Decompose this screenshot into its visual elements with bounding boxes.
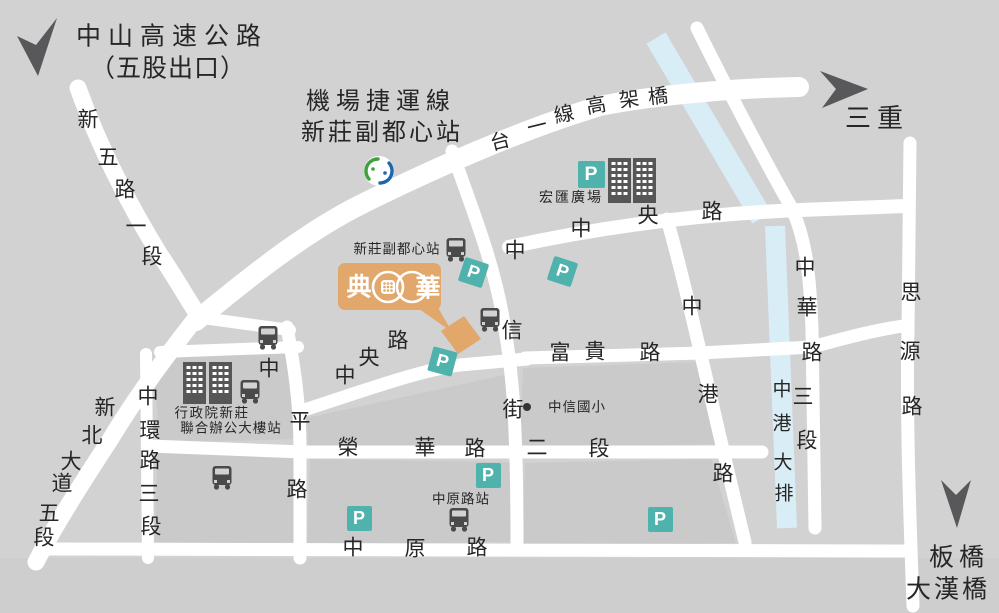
city-block xyxy=(307,372,518,448)
road-zhongxin-street xyxy=(445,144,524,552)
parking-icon: P xyxy=(346,505,372,531)
south-strip xyxy=(0,558,999,613)
dynamic-icons xyxy=(183,158,656,532)
building-gov-office-tower-2 xyxy=(209,362,232,404)
bus-stop-icon xyxy=(240,380,260,404)
arrow-banqiao-icon xyxy=(941,480,971,528)
road-block-top xyxy=(154,341,304,358)
building-honghui-plaza-tower-1 xyxy=(608,158,631,203)
arrow-expressway-icon xyxy=(17,18,57,76)
road-ronghua-sec2 xyxy=(143,439,769,459)
road-xinwu-sec1 xyxy=(69,79,207,324)
bus-stop-icon xyxy=(258,326,278,350)
road-zhongping xyxy=(280,320,307,565)
city-block xyxy=(154,453,297,548)
bus-stop-icon xyxy=(480,308,500,332)
direction-arrows xyxy=(17,18,971,528)
road-fugui xyxy=(518,319,910,365)
zhonggang-drainage-canal xyxy=(646,32,797,529)
road-siyuan xyxy=(900,136,920,613)
canal-vertical xyxy=(765,225,797,529)
road-zhonggang xyxy=(660,212,752,549)
road-zhonghuan-sec3 xyxy=(140,348,154,564)
parking-icon: P xyxy=(475,462,501,488)
building-gov-office-tower-1 xyxy=(183,362,206,404)
bus-stop-icon xyxy=(212,466,232,490)
road-taiyixian-viaduct xyxy=(186,77,809,331)
road-zhongyuan xyxy=(41,542,912,558)
building-honghui-plaza-tower-2 xyxy=(633,158,656,203)
dianhua-venue-building xyxy=(441,316,481,354)
city-block xyxy=(520,362,716,449)
canal-diagonal xyxy=(646,32,772,224)
road-zhongyang-north xyxy=(502,199,912,254)
city-blocks xyxy=(0,351,999,613)
road-zhonghua-sec3 xyxy=(690,21,822,535)
parking-icon: P xyxy=(577,160,605,188)
zhongxin-school-dot xyxy=(523,403,531,411)
bus-stop-icon xyxy=(449,508,469,532)
arrow-sanchong-icon xyxy=(820,71,868,108)
city-block xyxy=(522,459,736,544)
dianhua-brand-bubble xyxy=(338,263,481,354)
parking-icon: P xyxy=(647,506,673,532)
airport-mrt-logo-icon xyxy=(364,156,394,186)
bus-stop-icon xyxy=(446,238,466,262)
